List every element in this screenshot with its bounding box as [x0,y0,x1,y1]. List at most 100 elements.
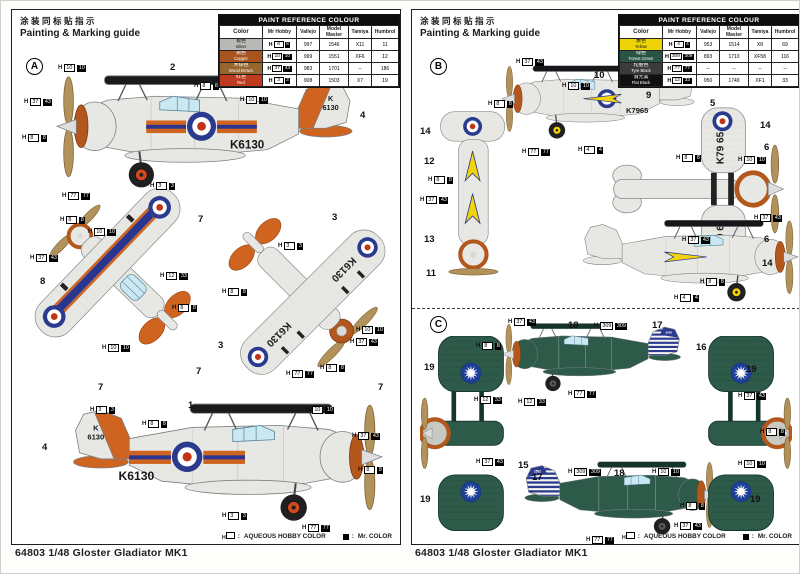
paint-code-cell: -- [771,62,799,75]
paint-code-cell: 33 [771,74,799,87]
decal-number-callout: 19 [746,364,757,375]
decal-number-callout: 3 [218,340,224,351]
paint-code-cell: 983 [295,62,321,75]
decal-number-callout: 1 [188,400,194,411]
paint-code-cell: 1514 [719,38,749,51]
decal-number-callout: 4 [42,442,48,453]
svg-text:K6130: K6130 [230,139,264,152]
decal-number-callout: 5 [710,98,716,109]
paint-code-cell: 908 [295,74,321,87]
kit-caption: 64803 1/48 Gloster Gladiator MK1 [415,547,588,559]
decal-number-callout: 11 [426,268,437,279]
decal-number-callout: 16 [696,342,707,353]
decal-number-callout: 14 [420,126,431,137]
decal-number-callout: 6 [764,142,770,153]
title-english: Painting & Marking guide [20,28,141,39]
paint-code-cell: 1710 [719,50,749,63]
aqueous-label: AQUEOUS HOBBY COLOR [243,533,326,540]
section-divider [412,308,799,309]
decal-number-callout: 7 [198,214,204,225]
title-chinese: 涂装同标贴指示 [20,16,98,26]
paint-table-column-header: Humbrol [771,25,799,39]
paint-code-cell: 69 [771,38,799,51]
decal-number-callout: 2 [170,62,176,73]
decal-number-callout: 13 [424,234,435,245]
sheet-panel-bc: 涂装同标贴指示 Painting & Marking guide PAINT R… [411,9,799,545]
decal-number-callout: 7 [196,366,202,377]
decal-number-callout: 12 [424,156,435,167]
paint-code-cell: 19 [371,74,399,87]
paint-table-column-header: Vallejo [695,25,721,39]
paint-code-cell: 12 [371,50,399,63]
paint-code-cell: 186 [371,62,399,75]
paint-table-title: PAINT REFERENCE COLOUR [219,15,399,25]
mr-color-label: Mr. COLOR [357,533,392,540]
aqueous-code-icon: H [622,532,635,541]
paint-code-cell: 950 [695,74,721,87]
paint-code-cell: 1551 [319,50,349,63]
svg-text:K: K [93,423,99,432]
mr-color-icon [742,533,749,540]
paint-table-column-header: Tamiya [347,25,373,39]
paint-table-title: PAINT REFERENCE COLOUR [619,15,799,25]
paint-code-cell: -- [695,62,721,75]
paint-code-cell: -- [719,62,749,75]
decal-number-callout: 9 [646,90,652,101]
paint-table-column-header: Color [619,25,663,39]
paint-table-column-header: Tamiya [747,25,773,39]
svg-text:K: K [328,94,334,103]
panel-header: 涂装同标贴指示 Painting & Marking guide [20,15,140,39]
title-english: Painting & Marking guide [420,28,541,39]
svg-text:6130: 6130 [87,433,104,442]
